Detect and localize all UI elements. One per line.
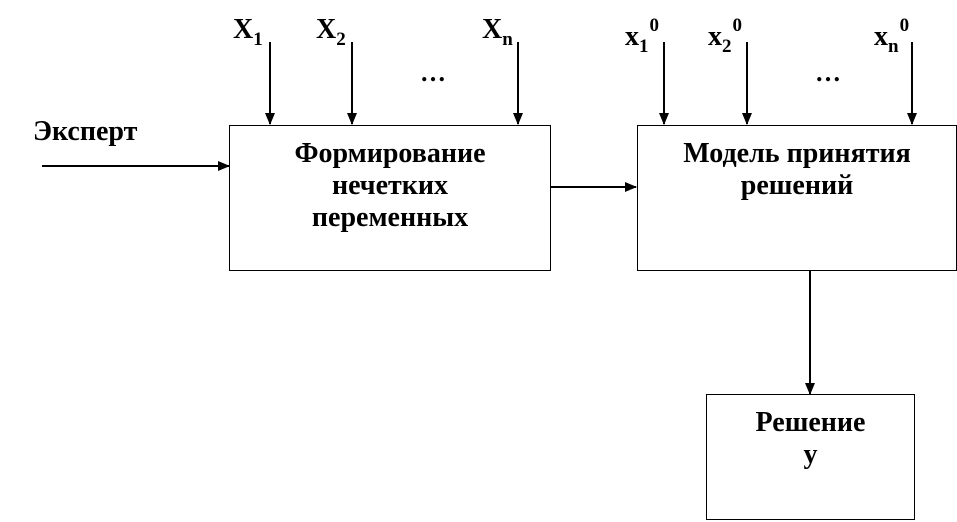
input-label-x1-0: x10 xyxy=(625,15,659,57)
model-box-line-1: Модель принятия xyxy=(683,138,911,169)
ellipsis-left: … xyxy=(420,58,446,87)
expert-label: Эксперт xyxy=(33,116,138,147)
decision-model-box: Модель принятия решений xyxy=(637,125,957,271)
decision-model-box-text: Модель принятия решений xyxy=(638,138,956,202)
model-box-line-2: решений xyxy=(740,170,854,201)
fuzzy-box-line-3: переменных xyxy=(311,202,469,233)
fuzzy-variables-box-text: Формирование нечетких переменных xyxy=(230,138,550,234)
fuzzy-variables-box: Формирование нечетких переменных xyxy=(229,125,551,271)
decision-box: Решение y xyxy=(706,394,915,520)
fuzzy-box-line-2: нечетких xyxy=(331,170,449,201)
input-label-xn-0: xn0 xyxy=(874,15,910,57)
decision-box-line-2: y xyxy=(803,439,818,470)
input-label-x2-0: x20 xyxy=(708,15,742,57)
input-label-xn: Xn xyxy=(482,14,513,50)
fuzzy-box-line-1: Формирование xyxy=(294,138,486,169)
decision-box-text: Решение y xyxy=(707,407,914,471)
input-label-x2: X2 xyxy=(316,14,346,50)
decision-box-line-1: Решение xyxy=(755,407,866,438)
input-label-x1: X1 xyxy=(233,14,263,50)
ellipsis-right: … xyxy=(815,58,841,87)
